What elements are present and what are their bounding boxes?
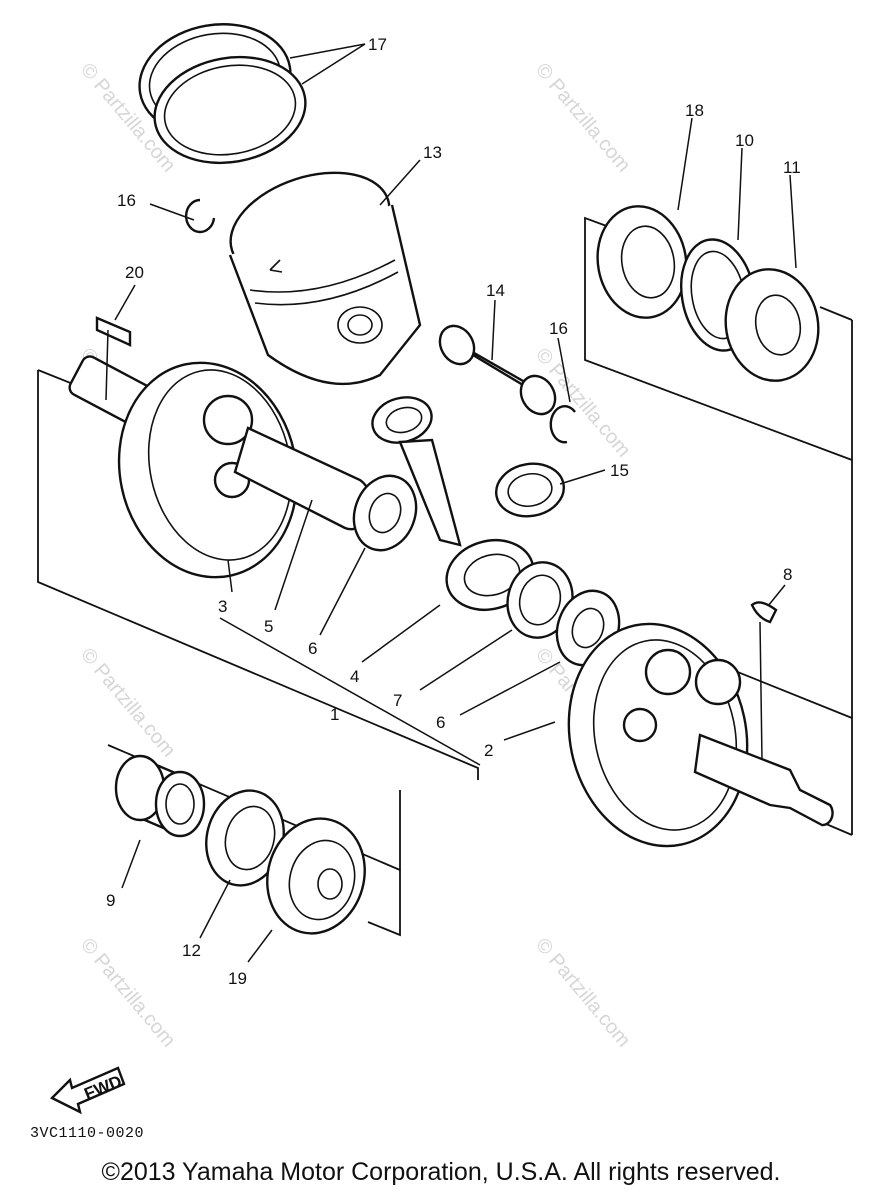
callout-3: 3	[218, 597, 227, 616]
right-frame-top	[819, 306, 853, 321]
callout-10: 10	[735, 131, 754, 150]
callout-19: 19	[228, 969, 247, 988]
crank-main-bearing	[266, 817, 366, 935]
callout-16-right: 16	[549, 319, 568, 338]
woodruff-key-bottom	[750, 601, 778, 624]
crank-right-half	[567, 622, 834, 848]
watermark: © Partzilla.com	[76, 644, 179, 761]
big-end-bearing	[506, 561, 574, 639]
crank-assembly-frame	[37, 370, 479, 780]
callout-1: 1	[330, 705, 339, 724]
callout-13: 13	[423, 143, 442, 162]
callout-8: 8	[783, 565, 792, 584]
fwd-label: FWD	[82, 1072, 125, 1104]
watermark: © Partzilla.com	[531, 934, 634, 1051]
callout-12: 12	[182, 941, 201, 960]
callout-6-right: 6	[436, 713, 445, 732]
right-bearing-frame	[584, 216, 853, 461]
callout-17: 17	[368, 35, 387, 54]
bearing-collar	[114, 754, 206, 838]
piston-pin	[438, 324, 557, 416]
piston	[228, 171, 422, 386]
woodruff-key-top	[95, 316, 132, 347]
forward-arrow-icon: FWD	[49, 1066, 126, 1115]
callout-16-left: 16	[117, 191, 136, 210]
callout-2: 2	[484, 741, 493, 760]
callout-4: 4	[350, 667, 359, 686]
copyright-notice: ©2013 Yamaha Motor Corporation, U.S.A. A…	[101, 1158, 781, 1186]
right-bearing	[596, 205, 688, 319]
crank-left-half	[68, 355, 373, 579]
piston-pin-clip-left	[184, 198, 216, 234]
callout-18: 18	[685, 101, 704, 120]
diagram-code: 3VC1110-0020	[30, 1125, 145, 1142]
small-end-bearing	[495, 462, 565, 518]
callout-11: 11	[783, 158, 801, 177]
watermark: © Partzilla.com	[531, 59, 634, 176]
callout-15: 15	[610, 461, 629, 480]
callouts: 17 13 16 18 10 11 20 14 16 15 8 3 5 6 4 …	[106, 35, 801, 988]
leader-lines	[105, 43, 797, 963]
thrust-washer-left	[352, 474, 418, 552]
piston-pin-clip-right	[549, 405, 576, 444]
piston-rings	[138, 23, 307, 165]
watermark: © Partzilla.com	[76, 934, 179, 1051]
callout-6-left: 6	[308, 639, 317, 658]
callout-7: 7	[393, 691, 402, 710]
callout-5: 5	[264, 617, 273, 636]
callout-20: 20	[125, 263, 144, 282]
callout-9: 9	[106, 891, 115, 910]
oil-seal	[724, 268, 820, 382]
callout-14: 14	[486, 281, 505, 300]
